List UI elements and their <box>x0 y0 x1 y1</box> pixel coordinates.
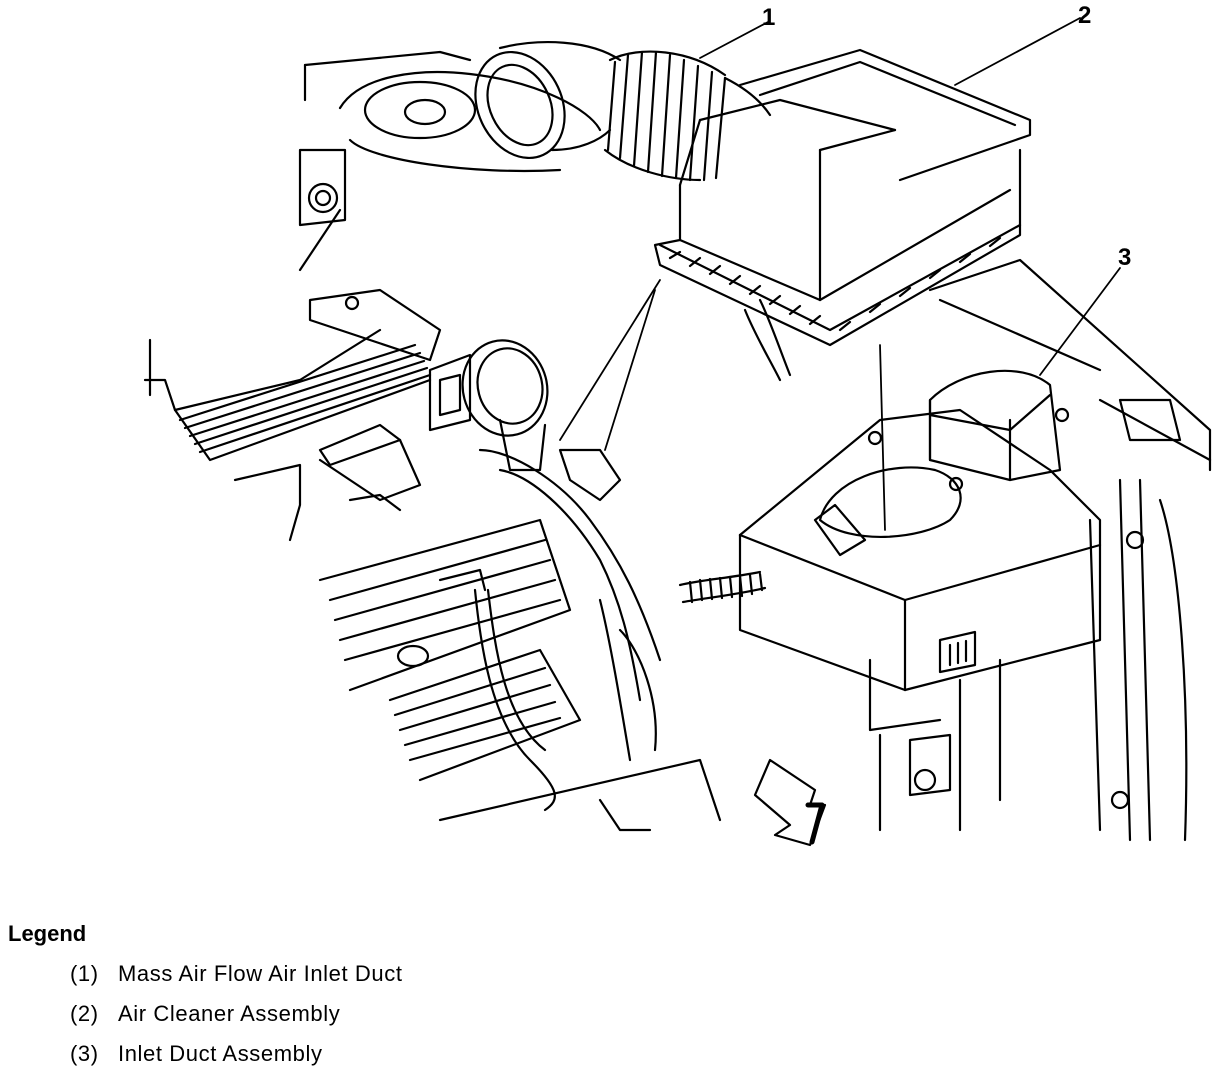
callout-3: 3 <box>1118 244 1132 271</box>
legend-item-text: Mass Air Flow Air Inlet Duct <box>118 961 403 986</box>
leader-line-3 <box>1039 267 1121 376</box>
engine-block <box>143 288 442 542</box>
callout-2: 2 <box>1078 2 1092 29</box>
leader-line-1 <box>699 21 769 59</box>
legend-item-text: Air Cleaner Assembly <box>118 1001 341 1026</box>
legend-title: Legend <box>8 921 87 946</box>
throttle-body <box>428 339 549 472</box>
strut-tower <box>298 50 602 272</box>
leader-line-2 <box>954 17 1081 86</box>
air-cleaner-assembly <box>653 48 1032 382</box>
corrugated-harness <box>678 570 767 604</box>
legend-item: (1) Mass Air Flow Air Inlet Duct <box>70 954 908 994</box>
leader-lines <box>559 17 1121 531</box>
front-direction-arrow <box>753 758 827 847</box>
engine-bay-illustration <box>143 17 1212 847</box>
inlet-duct-assembly <box>738 369 1102 832</box>
legend-item-number: (3) <box>70 1041 99 1066</box>
fender-structure <box>928 258 1212 842</box>
legend-item: (2) Air Cleaner Assembly <box>70 994 908 1034</box>
legend-item-number: (1) <box>70 961 99 986</box>
legend-item-text: Inlet Duct Assembly <box>118 1041 323 1066</box>
callout-1: 1 <box>762 4 776 31</box>
intake-manifold <box>318 448 722 832</box>
mass-air-flow-inlet-duct <box>474 41 772 182</box>
legend-item-number: (2) <box>70 1001 99 1026</box>
legend-list: (1) Mass Air Flow Air Inlet Duct (2) Air C… <box>70 954 908 1074</box>
legend-item: (3) Inlet Duct Assembly <box>70 1034 908 1074</box>
legend: Legend (1) Mass Air Flow Air Inlet Duct (… <box>8 920 908 1074</box>
